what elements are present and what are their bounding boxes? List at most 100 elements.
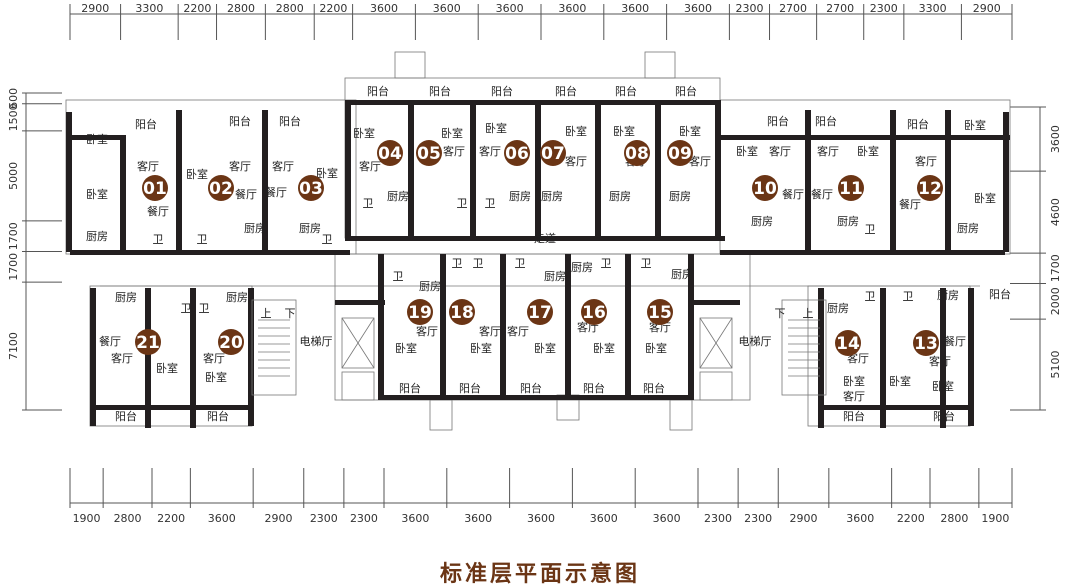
- room-outline: [699, 371, 733, 401]
- room-label-balcony: 阳台: [615, 84, 637, 98]
- room-label-living: 客厅: [929, 354, 951, 368]
- wall-segment: [440, 254, 446, 400]
- unit-03-badge: [298, 175, 324, 201]
- room-label-balcony: 阳台: [933, 409, 955, 423]
- room-label-kitchen_v: 厨房: [827, 302, 849, 315]
- unit-09-badge: [667, 140, 693, 166]
- top-dim-value: 2700: [779, 2, 807, 15]
- wall-segment: [470, 100, 476, 240]
- room-label-dining: 餐厅: [944, 334, 966, 348]
- top-dim-value: 2800: [227, 2, 255, 15]
- wall-segment: [818, 288, 824, 428]
- room-label-balcony: 阳台: [279, 114, 301, 128]
- unit-11-badge: [838, 175, 864, 201]
- room-label-bedroom: 卧室: [395, 341, 417, 355]
- bottom-dim-value: 2900: [264, 512, 292, 525]
- room-label-kitchen_v: 厨房: [387, 190, 409, 203]
- unit-10-badge: [752, 175, 778, 201]
- wall-segment: [968, 288, 974, 426]
- room-label-toilet: 卫: [903, 290, 914, 303]
- room-label-balcony: 阳台: [767, 114, 789, 128]
- room-label-kitchen_v: 厨房: [541, 190, 563, 203]
- unit-15-badge: [647, 299, 673, 325]
- room-label-living: 客厅: [769, 144, 791, 158]
- room-outline: [669, 399, 693, 431]
- room-label-corridor: 走道: [534, 231, 556, 245]
- wall-segment: [176, 110, 182, 255]
- unit-20-number: 20: [219, 333, 243, 353]
- top-dim-value: 2200: [183, 2, 211, 15]
- room-label-toilet: 卫: [515, 257, 526, 270]
- wall-segment: [90, 405, 252, 410]
- unit-11-number: 11: [839, 179, 863, 199]
- unit-07-badge: [540, 140, 566, 166]
- room-label-bedroom: 卧室: [679, 124, 701, 138]
- room-label-living: 客厅: [915, 154, 937, 168]
- room-outline: [251, 299, 297, 396]
- top-dim-value: 3600: [496, 2, 524, 15]
- left-dim-value: 600: [7, 88, 20, 109]
- wall-segment: [890, 110, 896, 255]
- elevator-cross: [699, 317, 733, 369]
- unit-16-number: 16: [582, 303, 606, 323]
- room-label-bedroom: 卧室: [316, 166, 338, 180]
- room-label-bedroom: 卧室: [470, 341, 492, 355]
- room-label-dining: 餐厅: [265, 185, 287, 199]
- room-label-kitchen: 厨房: [115, 291, 137, 304]
- wall-segment: [190, 288, 196, 428]
- room-label-living: 客厅: [229, 159, 251, 173]
- wall-segment: [940, 288, 946, 428]
- bottom-dim-value: 2900: [790, 512, 818, 525]
- bottom-dim-value: 2200: [157, 512, 185, 525]
- room-outline: [781, 299, 827, 396]
- top-dim-value: 2800: [276, 2, 304, 15]
- room-label-toilet: 卫: [485, 197, 496, 210]
- unit-02-number: 02: [209, 179, 233, 199]
- bottom-dim-value: 2200: [897, 512, 925, 525]
- room-label-bedroom: 卧室: [857, 144, 879, 158]
- room-label-kitchen_v: 厨房: [669, 190, 691, 203]
- wall-segment: [720, 135, 1010, 140]
- room-label-up: 上: [803, 307, 814, 320]
- unit-19-number: 19: [408, 303, 432, 323]
- room-label-balcony: 阳台: [115, 409, 137, 423]
- room-label-bedroom: 卧室: [156, 361, 178, 375]
- room-label-bedroom: 卧室: [565, 124, 587, 138]
- room-label-bedroom: 卧室: [86, 132, 108, 146]
- room-label-living: 客厅: [111, 351, 133, 365]
- unit-21-number: 21: [136, 333, 160, 353]
- right-dim-value: 3600: [1049, 125, 1062, 153]
- room-label-kitchen: 厨房: [937, 289, 959, 302]
- unit-18-number: 18: [450, 303, 474, 323]
- top-dim-value: 3300: [919, 2, 947, 15]
- unit-12-badge: [917, 175, 943, 201]
- top-dim-value: 2300: [870, 2, 898, 15]
- room-label-toilet: 卫: [363, 197, 374, 210]
- unit-01-badge: [142, 175, 168, 201]
- room-label-living: 客厅: [507, 324, 529, 338]
- room-label-balcony: 阳台: [135, 117, 157, 131]
- room-label-toilet: 卫: [601, 257, 612, 270]
- wall-segment: [180, 250, 350, 255]
- bottom-dim-value: 2300: [704, 512, 732, 525]
- room-label-living: 客厅: [689, 154, 711, 168]
- bottom-dim-value: 2300: [350, 512, 378, 525]
- room-label-balcony: 阳台: [643, 381, 665, 395]
- unit-08-badge: [624, 140, 650, 166]
- bottom-dim-value: 1900: [73, 512, 101, 525]
- room-label-balcony: 阳台: [907, 117, 929, 131]
- wall-segment: [880, 288, 886, 428]
- wall-segment: [345, 236, 725, 241]
- wall-segment: [345, 100, 351, 240]
- room-label-bedroom: 卧室: [932, 379, 954, 393]
- room-label-balcony: 阳台: [555, 84, 577, 98]
- room-label-dining: 餐厅: [99, 334, 121, 348]
- room-label-living: 客厅: [137, 159, 159, 173]
- room-label-bedroom: 卧室: [485, 121, 507, 135]
- wall-segment: [378, 254, 384, 400]
- unit-01-number: 01: [143, 179, 167, 199]
- room-label-balcony: 阳台: [520, 381, 542, 395]
